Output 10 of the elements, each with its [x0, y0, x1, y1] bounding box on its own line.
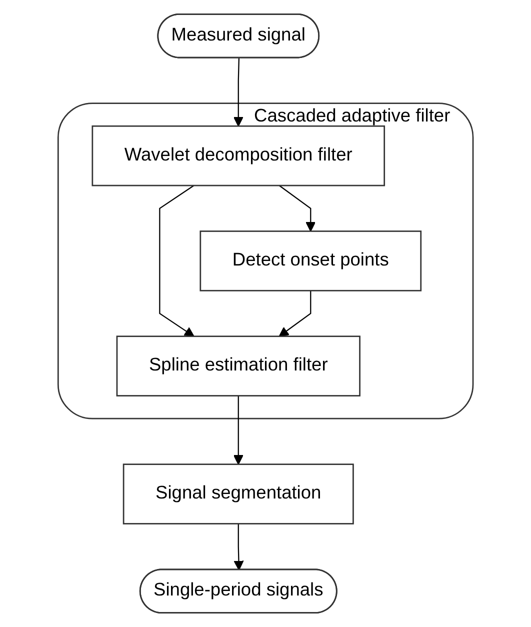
node-box: Detect onset points — [200, 230, 422, 292]
node-box: Wavelet decomposition filter — [92, 125, 385, 186]
arrow — [234, 524, 244, 570]
arrow — [233, 58, 244, 127]
arrow — [278, 185, 316, 232]
arrow — [278, 290, 312, 337]
arrow — [159, 185, 194, 337]
node-box: Spline estimation filter — [116, 336, 360, 396]
node-box: Signal segmentation — [122, 464, 354, 524]
arrow — [233, 396, 244, 465]
